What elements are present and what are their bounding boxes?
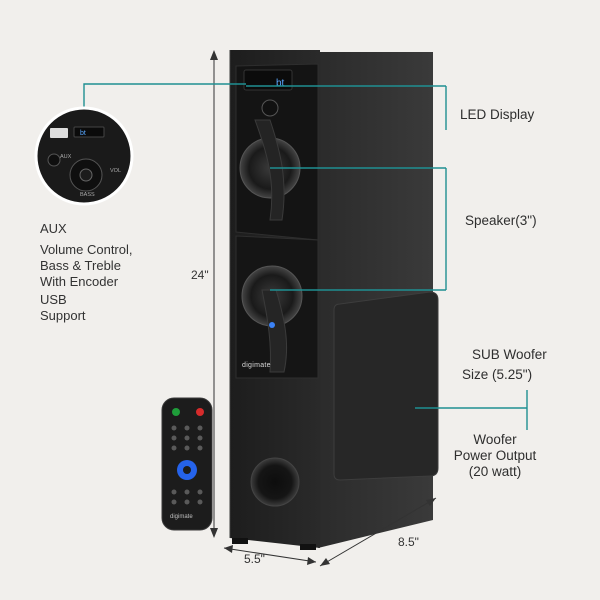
feature-volume-control: Volume Control, Bass & Treble With Encod… xyxy=(40,242,133,290)
sub-woofer-line2: Size (5.25") xyxy=(462,367,533,382)
remote-brand-logo: digimate xyxy=(170,514,193,520)
dimension-lines xyxy=(210,50,437,567)
width-dimension: 5.5" xyxy=(244,552,265,566)
feature-volume-line2: Bass & Treble xyxy=(40,258,121,273)
depth-dimension: 8.5" xyxy=(398,535,419,549)
volume-knob xyxy=(261,99,279,117)
feature-usb-line2: Support xyxy=(40,308,86,323)
subwoofer-grille xyxy=(333,291,439,481)
sub-woofer-line1: SUB Woofer xyxy=(472,347,547,362)
feature-usb-line1: USB xyxy=(40,292,67,307)
woofer-power-line2: Power Output xyxy=(453,448,537,463)
control-panel-zoom: bt AUX VOL BASS xyxy=(34,106,134,206)
speaker-brand-logo: digimate xyxy=(242,362,271,369)
speaker-label: Speaker(3") xyxy=(465,213,537,228)
zoom-bt-label: bt xyxy=(80,130,86,137)
feature-volume-line1: Volume Control, xyxy=(40,242,133,257)
bass-port xyxy=(250,457,300,507)
feature-usb: USB Support xyxy=(40,292,86,324)
svg-text:bt: bt xyxy=(276,78,285,89)
woofer-power-line3: (20 watt) xyxy=(468,464,522,479)
zoom-aux-label: AUX xyxy=(60,154,72,160)
callout-lines xyxy=(83,83,528,430)
height-dimension: 24" xyxy=(191,268,209,282)
remote-control xyxy=(161,397,213,531)
led-display xyxy=(243,69,293,91)
feature-aux: AUX xyxy=(40,221,67,236)
sub-woofer-label: SUB Woofer Size (5.25") xyxy=(462,345,547,385)
zoom-bass-label: BASS xyxy=(80,192,95,198)
feature-volume-line3: With Encoder xyxy=(40,274,119,289)
zoom-vol-label: VOL xyxy=(110,168,121,174)
woofer-power-label: Woofer Power Output (20 watt) xyxy=(445,432,545,480)
woofer-power-line1: Woofer xyxy=(473,432,517,447)
led-display-label: LED Display xyxy=(460,107,535,122)
